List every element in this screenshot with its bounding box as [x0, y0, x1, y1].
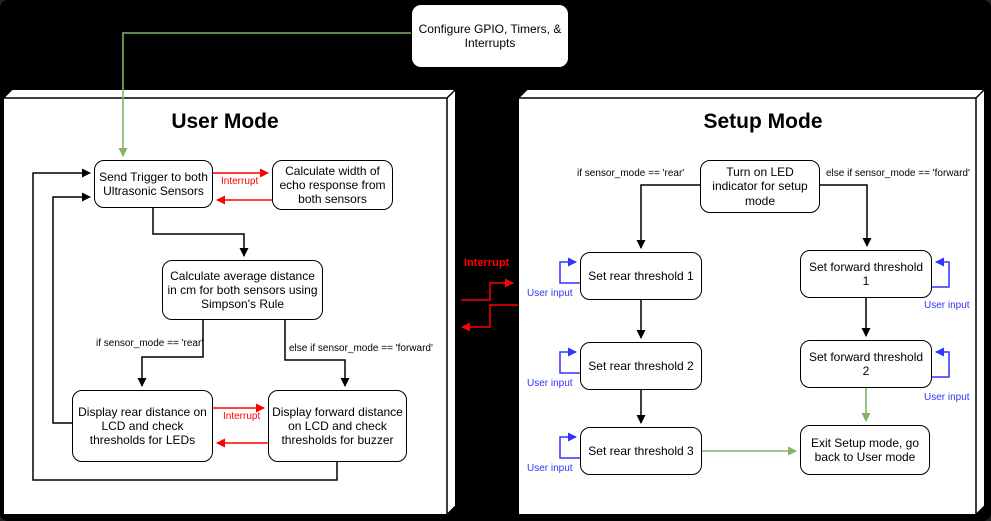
edge-calc-avg-to-display-rear — [137, 320, 204, 387]
node-configure-gpio-label: Configure GPIO, Timers, & Interrupts — [418, 21, 562, 50]
edge-led-to-rear1 — [636, 184, 700, 249]
node-rear-threshold-1-label: Set rear threshold 1 — [588, 268, 694, 283]
node-calc-width: Calculate width of echo response from bo… — [272, 160, 393, 210]
loop-user-input-rear2 — [559, 347, 580, 374]
label-user-input-rear1: User input — [527, 288, 573, 299]
node-configure-gpio: Configure GPIO, Timers, & Interrupts — [411, 4, 569, 68]
node-display-forward-label: Display forward distance on LCD and chec… — [272, 404, 403, 448]
loop-user-input-rear1 — [559, 257, 580, 284]
edge-interrupt-user-to-setup — [461, 278, 514, 301]
label-interrupt-display: Interrupt — [223, 411, 261, 422]
label-user-input-rear2: User input — [527, 378, 573, 389]
node-rear-threshold-1: Set rear threshold 1 — [580, 252, 702, 300]
node-send-trigger: Send Trigger to both Ultrasonic Sensors — [94, 160, 213, 208]
label-user-input-forward2: User input — [924, 392, 970, 403]
node-display-rear-label: Display rear distance on LCD and check t… — [78, 404, 207, 448]
setup-mode-title: Setup Mode — [703, 110, 823, 133]
loop-user-input-forward1 — [932, 257, 950, 288]
node-forward-threshold-2: Set forward threshold 2 — [800, 340, 932, 388]
node-display-forward: Display forward distance on LCD and chec… — [268, 390, 407, 462]
label-user-input-rear3: User input — [527, 463, 573, 474]
label-user-input-forward1: User input — [924, 300, 970, 311]
node-forward-threshold-2-label: Set forward threshold 2 — [808, 349, 924, 378]
node-rear-threshold-2: Set rear threshold 2 — [580, 342, 702, 390]
label-setup-if-rear: if sensor_mode == 'rear' — [577, 168, 685, 179]
node-calc-width-label: Calculate width of echo response from bo… — [279, 163, 386, 207]
label-interrupt-between-modes: Interrupt — [464, 257, 510, 269]
node-calc-avg: Calculate average distance in cm for bot… — [162, 260, 323, 320]
node-rear-threshold-2-label: Set rear threshold 2 — [588, 358, 694, 373]
user-mode-title: User Mode — [171, 110, 279, 133]
node-calc-avg-label: Calculate average distance in cm for bot… — [167, 268, 318, 312]
node-turn-on-led: Turn on LED indicator for setup mode — [700, 160, 820, 213]
node-send-trigger-label: Send Trigger to both Ultrasonic Sensors — [99, 169, 208, 198]
node-exit-setup-label: Exit Setup mode, go back to User mode — [810, 435, 920, 464]
edge-send-trigger-to-calc-avg — [152, 208, 249, 257]
edge-interrupt-setup-to-user — [461, 304, 518, 332]
node-rear-threshold-3: Set rear threshold 3 — [580, 427, 702, 475]
label-setup-else-forward: else if sensor_mode == 'forward' — [826, 168, 970, 179]
loop-user-input-forward2 — [932, 347, 950, 378]
node-forward-threshold-1-label: Set forward threshold 1 — [808, 259, 924, 288]
edge-led-to-forward1 — [820, 184, 872, 247]
node-display-rear: Display rear distance on LCD and check t… — [72, 390, 213, 462]
node-rear-threshold-3-label: Set rear threshold 3 — [588, 443, 694, 458]
node-turn-on-led-label: Turn on LED indicator for setup mode — [712, 165, 808, 208]
node-forward-threshold-1: Set forward threshold 1 — [800, 250, 932, 298]
edge-configure-to-send-trigger — [118, 32, 411, 157]
label-user-else-forward: else if sensor_mode == 'forward' — [289, 343, 433, 354]
loop-user-input-rear3 — [559, 432, 580, 459]
label-interrupt-trigger: Interrupt — [221, 176, 259, 187]
node-exit-setup: Exit Setup mode, go back to User mode — [800, 425, 930, 475]
label-user-if-rear: if sensor_mode == 'rear' — [96, 338, 204, 349]
